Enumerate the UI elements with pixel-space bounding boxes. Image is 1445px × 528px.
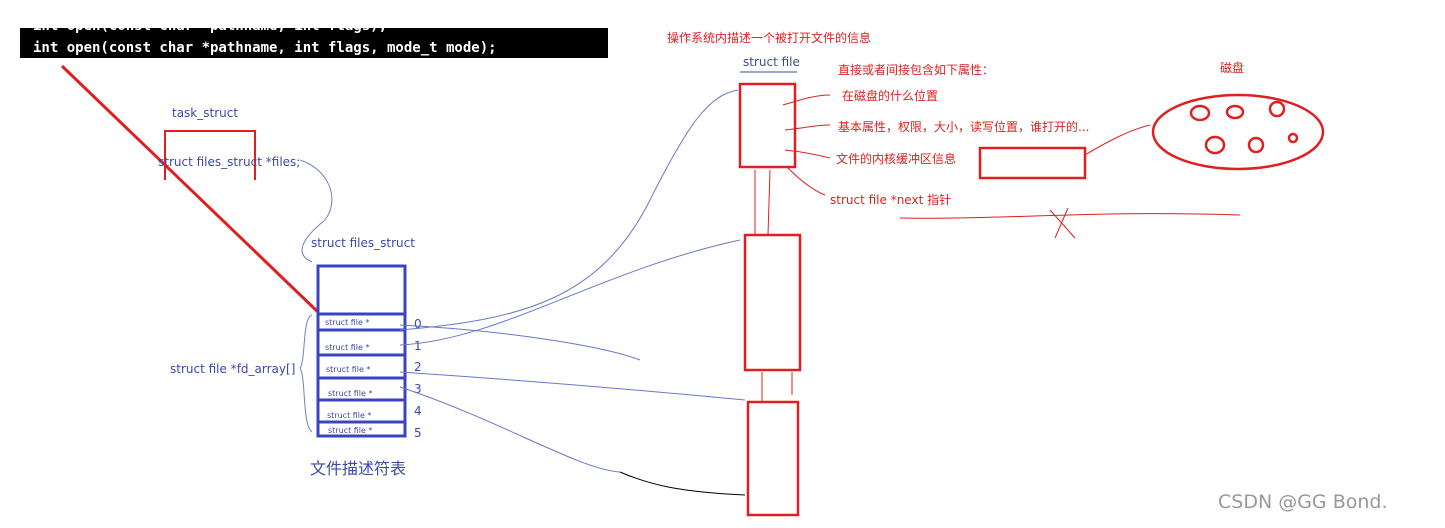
- next-links: [754, 94, 1241, 402]
- task-struct-files-field: struct files_struct *files;: [158, 155, 300, 169]
- red-pointer-line: [60, 64, 320, 314]
- watermark: CSDN @GG Bond.: [1218, 491, 1388, 513]
- fd-index-5: 5: [414, 426, 422, 440]
- fd-slot-2: struct file *: [326, 365, 370, 374]
- task-struct-box: [164, 130, 256, 180]
- struct-file-title: struct file: [743, 55, 800, 69]
- buffer-box: [978, 146, 1087, 180]
- fd-array-label: struct file *fd_array[]: [170, 362, 295, 376]
- next-pointer-label: struct file *next 指针: [830, 192, 951, 207]
- fd-index-3: 3: [414, 382, 422, 396]
- attrs-intro: 直接或者间接包含如下属性：: [838, 62, 994, 77]
- fd-slot-0: struct file *: [325, 318, 369, 327]
- code-line-1: int open(const char *pathname, int flags…: [33, 18, 387, 34]
- code-banner: [20, 28, 608, 58]
- fd-index-0: 0: [414, 317, 422, 331]
- fd-links: [399, 89, 746, 473]
- fd-array-brace: [299, 314, 313, 433]
- fd-index-2: 2: [414, 360, 422, 374]
- files-struct-title: struct files_struct: [311, 236, 415, 250]
- struct-file-heading: 操作系统内描述一个被打开文件的信息: [667, 30, 871, 45]
- files-arrow: [299, 159, 333, 263]
- fd-table-caption: 文件描述符表: [310, 459, 406, 478]
- task-struct-title: task_struct: [172, 106, 238, 120]
- fd-index-4: 4: [414, 404, 422, 418]
- disk-icon: [1151, 93, 1325, 171]
- files-struct-box: [316, 264, 407, 438]
- attr-basic: 基本属性，权限，大小，读写位置，谁打开的...: [838, 119, 1089, 134]
- fd-slot-4: struct file *: [327, 411, 371, 420]
- disk-label: 磁盘: [1220, 60, 1244, 75]
- attr-kernel-buffer: 文件的内核缓冲区信息: [836, 151, 956, 166]
- fd-slot-3: struct file *: [328, 389, 372, 398]
- fd-index-1: 1: [414, 339, 422, 353]
- attr-disk-location: 在磁盘的什么位置: [842, 88, 938, 103]
- fd-slot-1: struct file *: [325, 343, 369, 352]
- code-line-2: int open(const char *pathname, int flags…: [33, 40, 497, 56]
- file-objects: [738, 82, 802, 517]
- fd-slot-5: struct file *: [328, 426, 372, 435]
- black-link: [619, 471, 746, 496]
